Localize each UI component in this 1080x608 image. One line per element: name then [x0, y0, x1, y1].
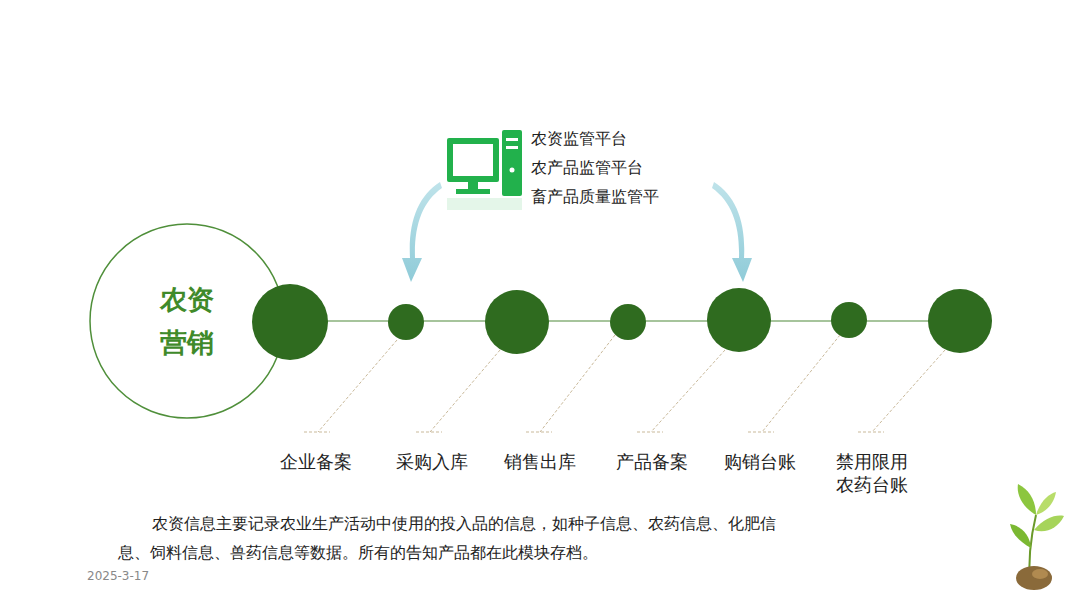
leader-lines — [304, 335, 945, 432]
platform-name: 畜产品质量监管平 — [531, 187, 659, 208]
computer-icon — [447, 130, 522, 210]
step-label: 购销台账 — [724, 450, 796, 473]
plant-decoration — [1010, 484, 1064, 590]
date-stamp: 2025-3-17 — [87, 569, 149, 585]
curved-arrows — [402, 182, 752, 282]
step-label: 产品备案 — [616, 450, 688, 473]
step-label: 销售出库 — [504, 450, 576, 473]
step-label: 采购入库 — [396, 450, 468, 473]
platform-name: 农资监管平台 — [531, 129, 627, 150]
title-circle: 农资 营销 — [112, 246, 262, 396]
circle-title: 农资 营销 — [156, 278, 218, 364]
caption-text: 农资信息主要记录农业生产活动中使用的投入品的信息，如种子信息、农药信息、化肥信息… — [118, 510, 778, 568]
step-label: 企业备案 — [280, 450, 352, 473]
step-label: 禁用限用 农药台账 — [831, 450, 914, 497]
platform-name: 农产品监管平台 — [531, 158, 643, 179]
timeline-dots — [252, 284, 992, 360]
